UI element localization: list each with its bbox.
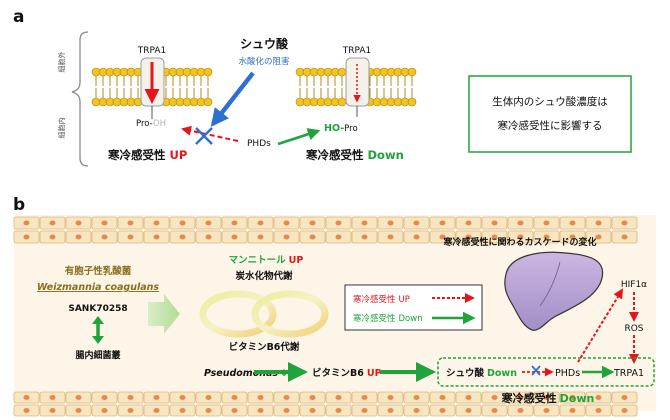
probiotic-species: Weizmannia coagulans <box>37 282 159 293</box>
left-membrane <box>91 67 213 107</box>
hif1a-label: HIF1α <box>621 280 647 290</box>
left-trpa1-label: TRPA1 <box>137 46 167 56</box>
legend-down-label: 寒冷感受性 <box>353 313 396 324</box>
inhibition-cross-small-icon <box>531 365 541 376</box>
cascade-title: 寒冷感受性に関わるカスケードの変化 <box>442 236 596 248</box>
vitb6-label: ビタミンB6 <box>312 367 364 379</box>
panel-a-letter: a <box>13 7 24 27</box>
right-residue: HO-Pro <box>324 123 358 134</box>
phds-to-hif-arrow <box>577 288 624 363</box>
liver-lobe-line <box>539 261 561 307</box>
legend-up-label: 寒冷感受性 <box>353 294 396 305</box>
trpa1-pathway-label: TRPA1 <box>613 368 644 379</box>
right-sensitivity-label: 寒冷感受性 <box>305 148 364 162</box>
oxalate-pathway-label: シュウ酸 <box>446 367 485 379</box>
metabolism-rings <box>199 290 329 338</box>
microbiota-label: 腸内細菌叢 <box>75 349 121 361</box>
result-sensitivity-label: 寒冷感受性 <box>501 391 557 405</box>
legend-up-state: UP <box>399 295 410 305</box>
conclusion-line2: 寒冷感受性に影響する <box>498 119 603 132</box>
intestinal-wall-bottom <box>13 391 638 417</box>
probiotic-strain: SANK70258 <box>68 304 127 314</box>
inhibition-cross-icon <box>195 127 213 145</box>
right-residue-suffix: Pro <box>344 124 358 134</box>
phds-label-a: PHDs <box>247 139 271 149</box>
left-residue: Pro-OH <box>136 119 166 129</box>
conclusion-line1: 生体内のシュウ酸濃度は <box>492 95 608 108</box>
right-residue-prefix: HO- <box>324 123 344 134</box>
metabolism-chevron-arrow <box>148 294 180 334</box>
phds-hydroxylation-arrow <box>277 128 321 146</box>
left-residue-suffix: OH <box>153 119 166 129</box>
result-pathway-box <box>437 357 655 387</box>
probiotic-line1: 有胞子性乳酸菌 <box>65 265 132 277</box>
oxalate-inhibit-arrow <box>210 71 255 127</box>
panel-b: b 寒冷感受性に関わるカスケードの変化 有胞子性乳酸菌 Weizmannia c… <box>13 195 656 417</box>
mannitol-state: UP <box>289 255 304 266</box>
mannitol-label: マンニトール <box>229 255 287 266</box>
liver-icon <box>504 251 604 331</box>
ros-label: ROS <box>624 324 643 334</box>
left-sensitivity: 寒冷感受性 UP <box>107 148 187 162</box>
phds-pathway-label: PHDs <box>555 368 580 379</box>
conclusion-box <box>468 75 632 153</box>
right-sensitivity-state: Down <box>368 148 404 162</box>
side-inside-label: 細胞内 <box>57 118 66 139</box>
right-sensitivity: 寒冷感受性 Down <box>305 148 404 162</box>
vitb6-metabolism-label: ビタミンB6代謝 <box>229 341 300 353</box>
left-sensitivity-label: 寒冷感受性 <box>107 148 166 162</box>
legend-down-state: Down <box>399 314 423 324</box>
intestinal-wall-top <box>13 216 638 244</box>
oxalate-pathway-state: Down <box>487 368 517 379</box>
result-sensitivity-state: Down <box>560 392 595 405</box>
right-membrane <box>295 67 417 107</box>
panel-b-letter: b <box>13 195 25 215</box>
oxalate-title: シュウ酸 <box>240 36 289 51</box>
side-outside-label: 細胞外 <box>57 52 66 73</box>
bidirectional-arrow-icon <box>92 316 104 344</box>
phds-inhibited-arrow <box>181 125 239 142</box>
panel-a: a 細胞外 細胞内 TRPA1 Pro-OH 寒冷感受性 UP シュウ酸 水酸化の… <box>13 7 632 167</box>
carb-metabolism-label: 炭水化物代謝 <box>235 270 293 282</box>
pseudomonas-label: Pseudomonas <box>204 368 278 379</box>
oxalate-subtitle: 水酸化の阻害 <box>238 56 289 67</box>
vitb6-state: UP <box>367 368 382 379</box>
right-trpa1-label: TRPA1 <box>342 46 372 56</box>
left-residue-prefix: Pro- <box>136 119 153 129</box>
membrane-side-bracket <box>71 31 89 167</box>
legend-box <box>344 284 483 331</box>
left-sensitivity-state: UP <box>170 148 188 162</box>
